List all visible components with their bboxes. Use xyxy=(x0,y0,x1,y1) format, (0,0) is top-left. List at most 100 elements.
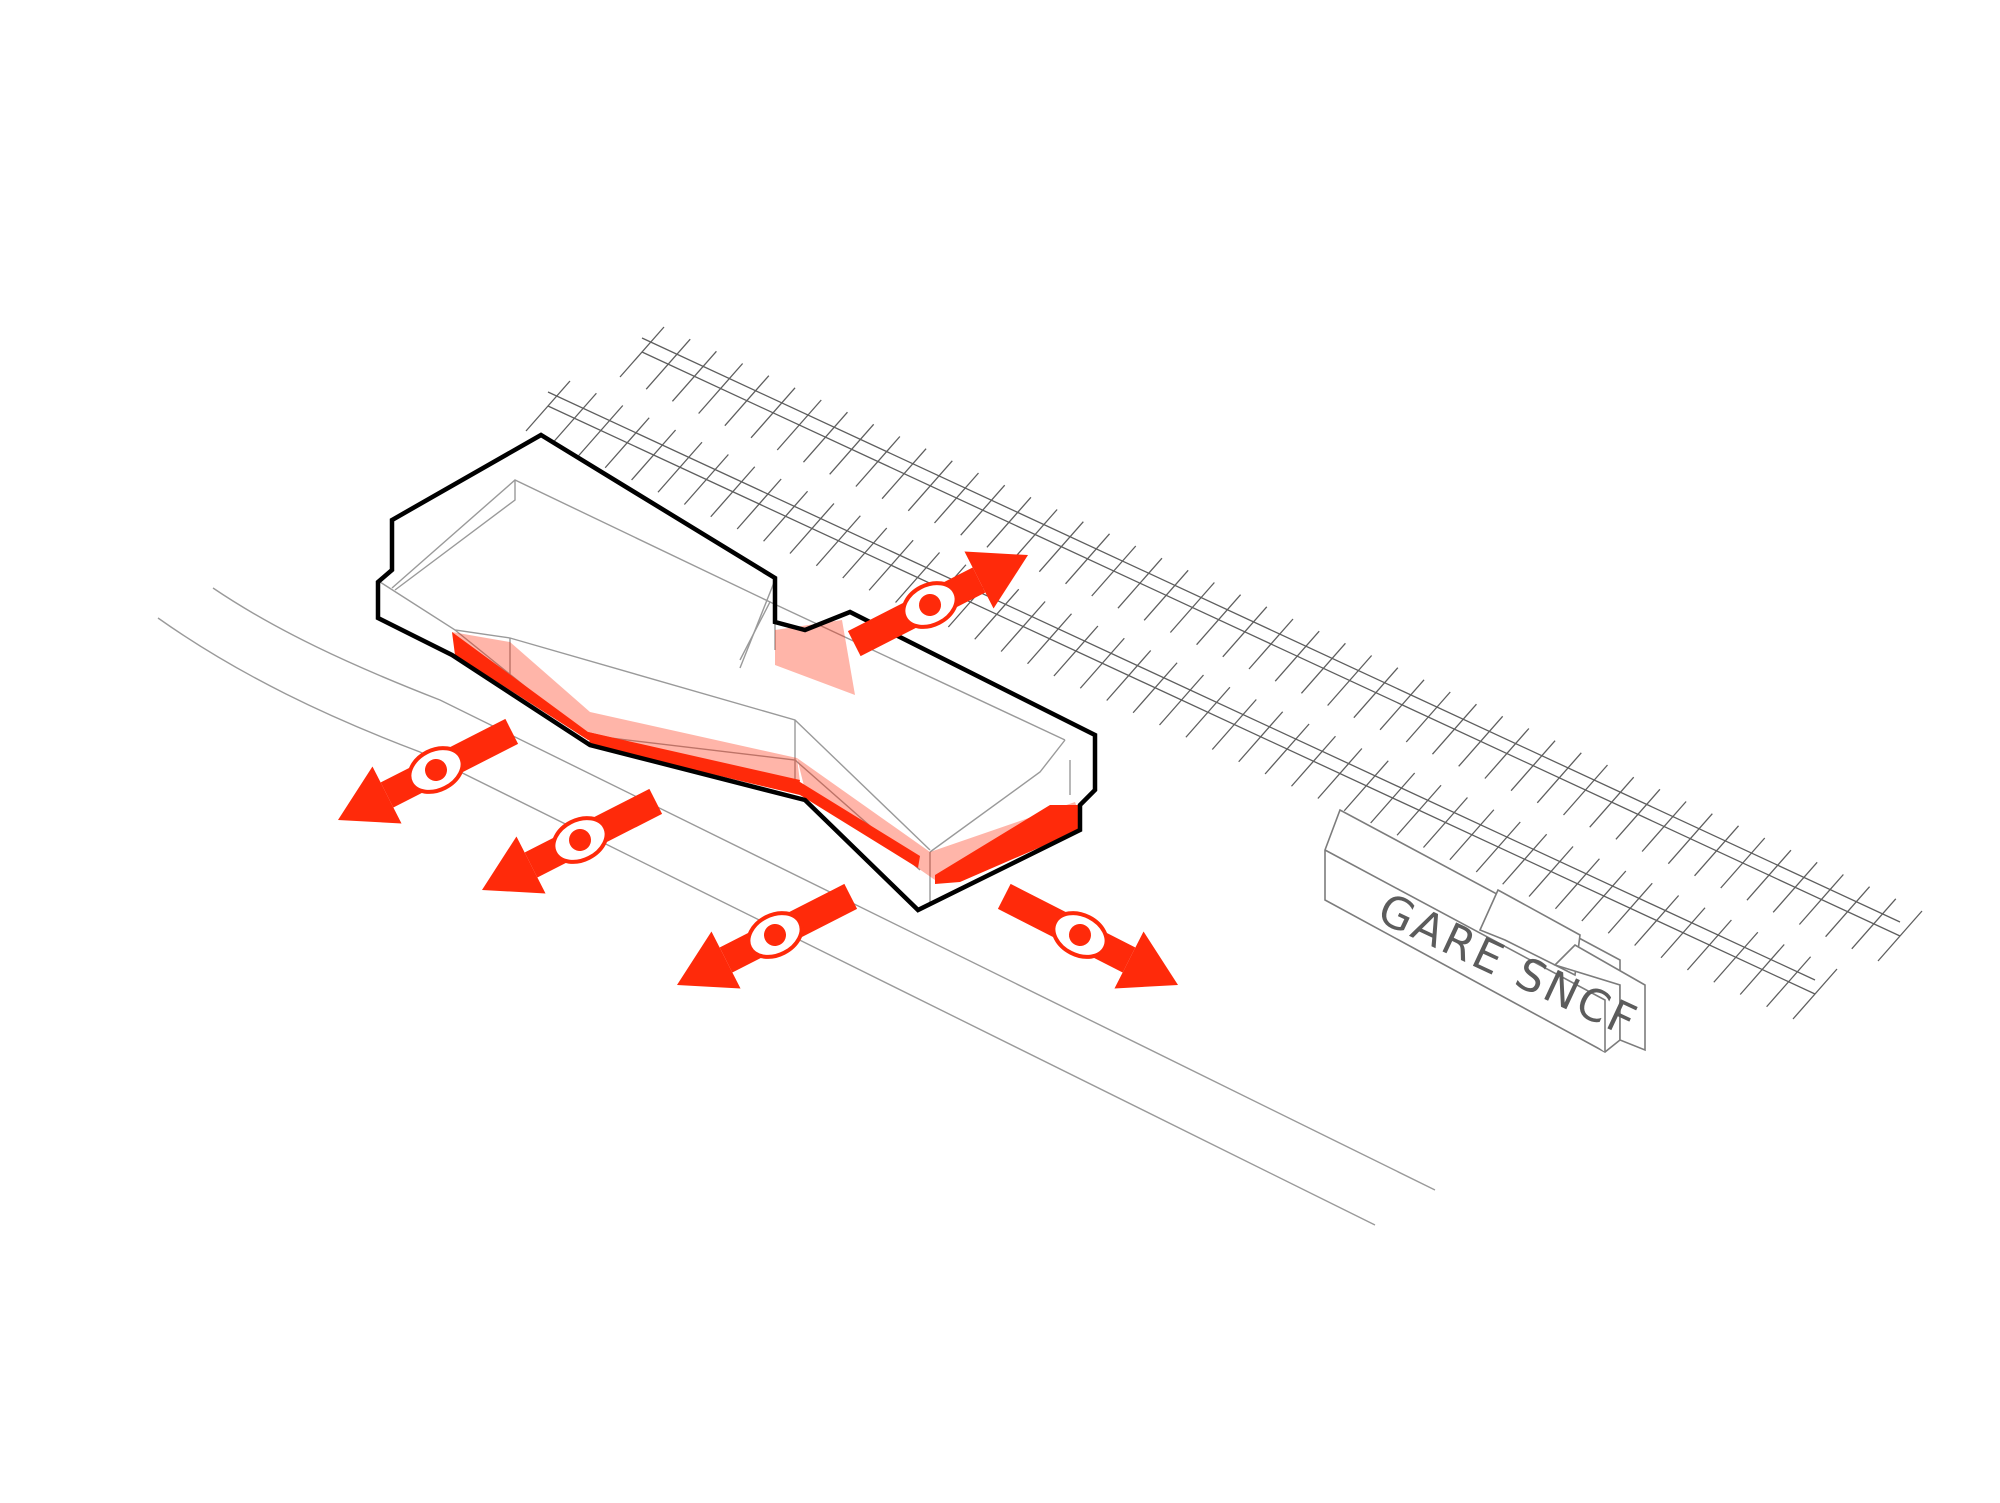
railway-tracks xyxy=(525,326,1923,1020)
rail-tie xyxy=(1634,895,1680,946)
rail-tie xyxy=(842,527,888,579)
facade-overlay-1 xyxy=(452,632,800,782)
rail-tie xyxy=(525,380,571,432)
eye-icon xyxy=(1051,911,1109,959)
view-arrows xyxy=(337,551,1179,989)
rail-tie xyxy=(604,417,650,469)
rail-tie xyxy=(1713,931,1759,983)
rail-tie xyxy=(868,539,914,591)
rail-tie xyxy=(1159,674,1204,726)
view-arrow-south-west-2 xyxy=(481,788,663,894)
rail-tie xyxy=(1660,907,1706,959)
rail-tie xyxy=(1766,956,1812,1008)
rail-tie xyxy=(578,405,624,456)
rail-tie xyxy=(986,496,1032,548)
rail-tie xyxy=(1510,740,1556,792)
rail-tie xyxy=(802,411,848,463)
station-roof-edge xyxy=(1324,849,1606,1052)
rail-tie xyxy=(1079,637,1125,689)
rail-tie xyxy=(1327,655,1373,706)
rail-tie xyxy=(1053,625,1099,677)
rail-tie xyxy=(1825,886,1871,938)
rail-tie xyxy=(1027,613,1073,665)
rail-tie xyxy=(736,478,782,530)
roof-parapet-line xyxy=(391,479,771,661)
rail-tie xyxy=(907,460,953,512)
eye-icon xyxy=(746,911,804,959)
rail-tie xyxy=(1143,569,1189,621)
rail-tie xyxy=(671,350,717,402)
rail-tie xyxy=(698,363,744,414)
eye-icon xyxy=(551,816,609,864)
arrow-icon xyxy=(964,551,1029,609)
rail-tie xyxy=(895,552,941,603)
rail-tie xyxy=(960,484,1006,536)
rail-tie xyxy=(1667,813,1713,865)
facade-band-center xyxy=(588,732,920,868)
rail-tie xyxy=(1686,919,1732,971)
street-edge-inner xyxy=(212,587,1436,1191)
track-1-ties xyxy=(525,380,1838,1020)
rail-tie xyxy=(1185,686,1231,738)
rail-tie xyxy=(619,326,665,378)
rail-tie xyxy=(1589,776,1635,828)
rail-tie xyxy=(1353,667,1399,719)
rail-tie xyxy=(1641,801,1687,852)
eye-icon xyxy=(901,581,959,629)
rail-tie xyxy=(1012,509,1058,560)
arrow-icon xyxy=(676,931,741,989)
rail-tie xyxy=(1554,858,1600,910)
rail-tie xyxy=(1038,521,1084,573)
track-1-rail-a xyxy=(547,391,1816,981)
rail-tie xyxy=(1615,788,1661,840)
rail-tie xyxy=(631,429,677,481)
rail-tie xyxy=(1106,650,1152,701)
rail-tie xyxy=(1132,662,1178,714)
rail-tie xyxy=(1581,870,1627,922)
rail-tie xyxy=(1449,809,1495,861)
rail-tie xyxy=(1222,606,1268,658)
rail-tie xyxy=(1877,910,1923,962)
rail-tie xyxy=(1739,944,1785,995)
rail-tie xyxy=(789,503,835,554)
rail-tie xyxy=(1274,630,1320,682)
rail-tie xyxy=(1720,837,1766,889)
rail-tie xyxy=(1746,849,1792,901)
rail-tie xyxy=(881,448,927,500)
rail-tie xyxy=(763,490,809,542)
view-arrow-south-east xyxy=(997,883,1179,989)
street-edge-outer xyxy=(157,617,1376,1226)
station-gable-2 xyxy=(1553,944,1646,1052)
building-outline xyxy=(375,432,1098,913)
rail-tie xyxy=(1405,691,1451,743)
track-2-ties xyxy=(619,326,1923,962)
rail-tie xyxy=(1379,679,1425,731)
rail-tie xyxy=(1264,723,1310,775)
rail-tie xyxy=(1422,797,1468,848)
rail-tie xyxy=(1000,601,1046,652)
view-arrow-north-east xyxy=(847,551,1029,657)
rail-tie xyxy=(1502,833,1548,885)
track-2-rail-a xyxy=(641,337,1901,923)
rail-tie xyxy=(1091,545,1137,597)
arrow-icon xyxy=(481,836,546,894)
rail-tie xyxy=(1563,764,1608,816)
rail-tie xyxy=(855,436,901,487)
rail-tie xyxy=(1300,642,1346,694)
rail-tie xyxy=(1528,846,1574,897)
rail-tie xyxy=(829,423,875,475)
rail-tie xyxy=(1065,533,1111,585)
rail-tie xyxy=(551,392,597,444)
eye-icon xyxy=(407,746,465,794)
rail-tie xyxy=(1396,784,1442,836)
arrow-icon xyxy=(1114,931,1179,989)
arrow-icon xyxy=(337,766,402,824)
rail-tie xyxy=(1238,711,1284,763)
rail-tie xyxy=(1772,861,1818,913)
rail-tie xyxy=(1211,699,1257,750)
rail-tie xyxy=(645,338,691,390)
rail-tie xyxy=(1607,882,1653,934)
rail-tie xyxy=(1694,825,1740,877)
rail-tie xyxy=(1248,618,1294,670)
